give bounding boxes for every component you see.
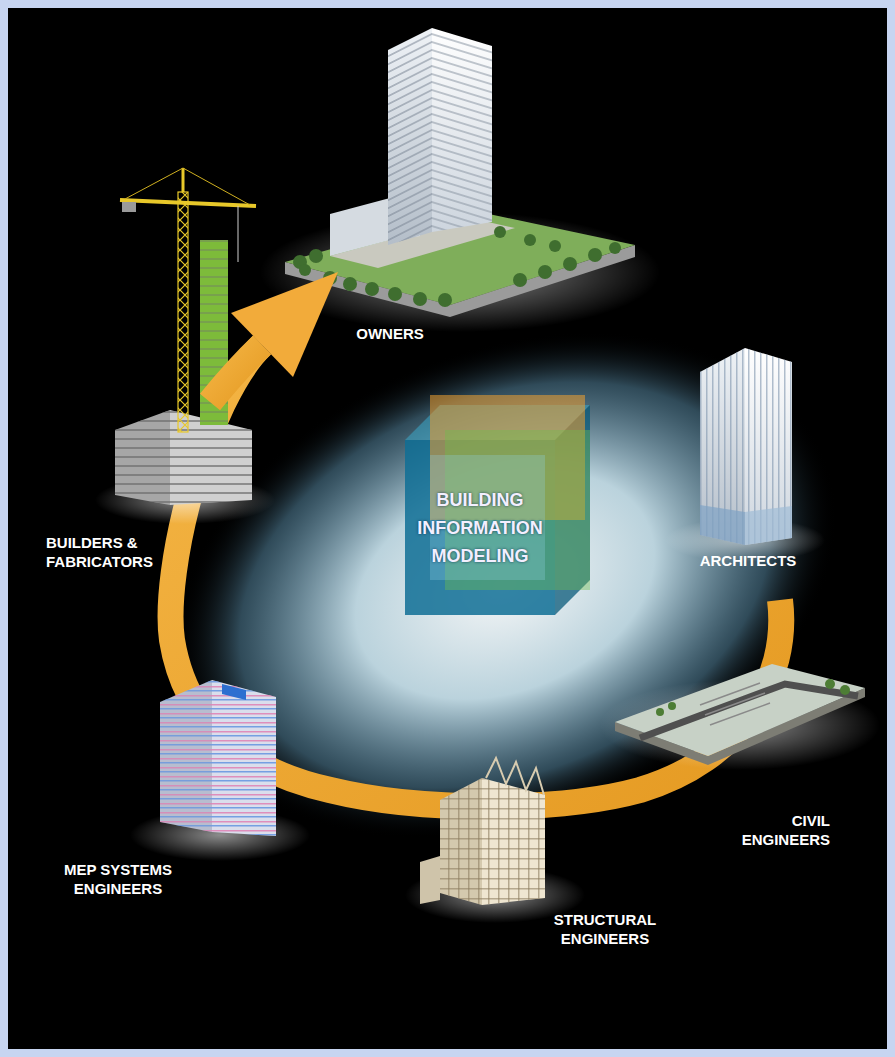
cycle-arrow-head [210, 272, 338, 402]
architects-building-part [700, 505, 745, 545]
civil-site-part [640, 684, 858, 738]
role-label: CIVIL ENGINEERS [712, 811, 830, 849]
builders-site-part [120, 200, 256, 206]
structural-building-part [482, 778, 545, 905]
owners-building-part-part [343, 277, 357, 291]
owners-building-part-part [588, 248, 602, 262]
structural-building-part [440, 778, 482, 905]
owners-building-part-part [299, 264, 311, 276]
owners-building-part-part [413, 292, 427, 306]
architects-building-part [745, 506, 792, 545]
civil-site-part [700, 683, 760, 705]
owners-building-part [388, 28, 432, 245]
mep-building [130, 680, 310, 861]
owners-building-part-part [549, 240, 561, 252]
owners-building-part-part [563, 257, 577, 271]
owners-building-part-part [609, 242, 621, 254]
owners-building-part-part [494, 226, 506, 238]
civil-site-part [615, 664, 865, 756]
mep-building-part [160, 680, 212, 832]
cycle-arrow-head-part [231, 272, 338, 377]
civil-site-part [710, 703, 770, 725]
builders-site-part [183, 168, 250, 205]
owners-building-part [293, 226, 621, 307]
builders-site-part [182, 168, 185, 192]
civil-site-part [840, 685, 850, 695]
builders-site-part [238, 206, 239, 262]
structural-building-part [482, 778, 545, 905]
node-title: BUILDING INFORMATION MODELING [405, 486, 555, 570]
owners-building-part [432, 28, 492, 232]
structural-building-part [486, 758, 544, 795]
owners-building-part [388, 28, 432, 245]
architects-building-part [700, 348, 745, 545]
architects-building [665, 348, 825, 562]
bim-cube: BUILDING INFORMATION MODELING [370, 390, 590, 666]
builders-site-part [115, 410, 170, 505]
mep-building-part [160, 680, 212, 832]
role-label: ARCHITECTS [688, 551, 808, 570]
structural-building-part [420, 856, 440, 904]
role-label: STRUCTURAL ENGINEERS [546, 910, 664, 948]
owners-building-part-part [538, 265, 552, 279]
civil-site-part [668, 702, 676, 710]
owners-building-part-part [388, 287, 402, 301]
center-glow [97, 238, 895, 932]
owners-building-part [330, 198, 390, 256]
structural-building [405, 758, 585, 923]
mep-building-part [212, 680, 276, 836]
black-panel [8, 8, 887, 1049]
structural-building-part [440, 778, 482, 905]
cube-faces [405, 395, 590, 615]
owners-building-part-part [438, 293, 452, 307]
role-label: OWNERS [330, 324, 450, 343]
owners-building-part-part [513, 273, 527, 287]
role-label: MEP SYSTEMS ENGINEERS [42, 860, 194, 898]
builders-site-part [125, 168, 183, 199]
owners-building-part-part [309, 249, 323, 263]
builders-site [95, 168, 275, 524]
architects-building-part [745, 348, 792, 545]
mep-building-part [212, 680, 276, 836]
owners-building-part-part [524, 234, 536, 246]
civil-site-part [825, 679, 835, 689]
cycle-arrow-head-part [210, 345, 262, 402]
owners-building-part [432, 28, 492, 232]
builders-site-part [178, 192, 188, 432]
civil-site [600, 664, 880, 770]
architects-building-part [745, 348, 792, 545]
builders-site-part [122, 202, 136, 212]
architects-building-part [700, 348, 745, 545]
owners-building-part-part [365, 282, 379, 296]
mep-building-part [222, 684, 246, 700]
civil-site-part [656, 708, 664, 716]
civil-site-part [705, 693, 765, 715]
role-label: BUILDERS & FABRICATORS [46, 533, 160, 571]
builders-site-part [115, 410, 170, 505]
